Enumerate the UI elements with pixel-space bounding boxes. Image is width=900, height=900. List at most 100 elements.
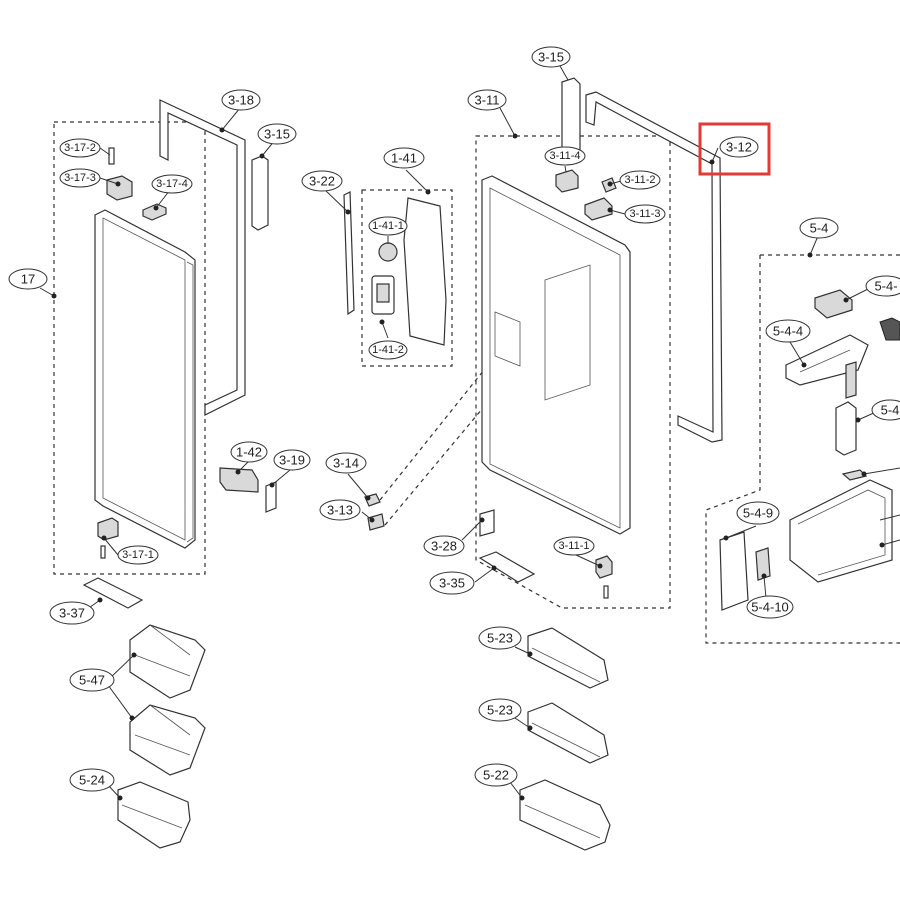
center-trim-strip xyxy=(561,77,581,155)
door-bin-center-2 xyxy=(527,702,609,764)
svg-text:3-13: 3-13 xyxy=(327,503,353,518)
center-door-panel xyxy=(481,175,631,535)
door-bin-center-1 xyxy=(527,627,609,689)
dispenser-group-box xyxy=(361,189,453,367)
callout-5-23-a: 5-23 xyxy=(478,626,522,650)
callout-3-11-1: 3-11-1 xyxy=(553,536,595,556)
callout-3-17-1: 3-17-1 xyxy=(117,545,159,565)
callout-1-41: 1-41 xyxy=(383,147,425,169)
ice-maker-cover xyxy=(719,531,749,611)
sensor-pad xyxy=(367,513,385,531)
callout-5-47: 5-47 xyxy=(69,668,115,692)
hinge-screw-top xyxy=(108,147,115,165)
ice-maker-assembly xyxy=(705,254,900,644)
svg-text:3-19: 3-19 xyxy=(279,453,305,468)
dispenser-panel xyxy=(403,197,447,346)
svg-text:3-11-3: 3-11-3 xyxy=(630,208,661,220)
callout-1-42: 1-42 xyxy=(230,441,268,463)
door-basket-upper xyxy=(129,624,206,699)
callout-3-11-3: 3-11-3 xyxy=(624,204,666,224)
ice-maker-small-part xyxy=(755,547,771,581)
door-basket-lower xyxy=(129,704,206,776)
callout-5-4-9: 5-4-9 xyxy=(736,501,780,525)
svg-text:1-41: 1-41 xyxy=(391,151,417,166)
center-door-gasket xyxy=(585,91,723,443)
callout-3-13: 3-13 xyxy=(319,499,361,521)
center-hinge-plate xyxy=(584,197,613,221)
svg-text:3-11-4: 3-11-4 xyxy=(550,150,581,162)
callout-3-22: 3-22 xyxy=(301,170,343,192)
svg-text:3-37: 3-37 xyxy=(59,606,85,621)
ice-maker-group-box xyxy=(705,254,900,644)
callout-3-15-center: 3-15 xyxy=(531,46,571,68)
left-door-group-box xyxy=(53,121,206,575)
callout-3-17-3: 3-17-3 xyxy=(59,168,101,188)
hinge-top-left xyxy=(106,175,133,201)
callout-5-24: 5-24 xyxy=(69,768,115,792)
svg-text:5-4-4: 5-4-4 xyxy=(773,324,803,339)
left-door-gasket xyxy=(159,99,246,416)
svg-text:1-42: 1-42 xyxy=(236,445,262,460)
svg-text:5-22: 5-22 xyxy=(483,768,509,783)
callout-5-23-b: 5-23 xyxy=(478,698,522,722)
callout-5-4-10: 5-4-10 xyxy=(746,595,794,619)
svg-text:5-4-10: 5-4-10 xyxy=(751,600,789,615)
callout-3-37: 3-37 xyxy=(49,601,95,625)
svg-text:3-35: 3-35 xyxy=(439,576,465,591)
door-bin-left xyxy=(117,781,191,849)
callout-3-15-left: 3-15 xyxy=(257,123,297,145)
callout-3-17-4: 3-17-4 xyxy=(151,174,193,194)
hinge-screw-bottom xyxy=(100,545,106,559)
svg-text:1-41-1: 1-41-1 xyxy=(372,220,404,232)
svg-text:3-14: 3-14 xyxy=(333,456,359,471)
ice-maker-cap xyxy=(814,289,853,319)
callout-1-41-1: 1-41-1 xyxy=(368,216,408,236)
callout-3-12: 3-12 xyxy=(719,136,759,158)
svg-text:5-4: 5-4 xyxy=(810,221,829,236)
svg-text:5-47: 5-47 xyxy=(79,673,105,688)
svg-text:3-11-2: 3-11-2 xyxy=(625,174,656,186)
center-hinge-bottom xyxy=(595,555,613,579)
svg-text:3-17-2: 3-17-2 xyxy=(64,142,96,154)
svg-text:3-17-3: 3-17-3 xyxy=(64,172,96,184)
left-door-assembly xyxy=(53,99,277,849)
dispenser-strip xyxy=(343,191,355,316)
callout-5-22: 5-22 xyxy=(474,763,518,787)
svg-text:5-23: 5-23 xyxy=(487,703,513,718)
ice-maker-clip xyxy=(879,317,900,341)
door-bin-center-3 xyxy=(519,779,611,851)
leader-lines xyxy=(39,65,900,801)
callout-3-18: 3-18 xyxy=(221,89,261,111)
callout-5-4-partial: 5-4- xyxy=(865,275,900,297)
ice-maker-seal xyxy=(841,469,868,481)
callout-3-28: 3-28 xyxy=(423,535,465,557)
svg-text:3-12: 3-12 xyxy=(726,140,752,155)
hinge-bottom-left xyxy=(97,517,119,541)
svg-text:3-18: 3-18 xyxy=(228,93,254,108)
svg-text:3-11-1: 3-11-1 xyxy=(559,540,590,552)
left-door-shelf-trim xyxy=(82,577,144,609)
center-door-shelf-trim xyxy=(478,551,536,583)
callout-3-35: 3-35 xyxy=(429,571,475,595)
svg-text:3-17-1: 3-17-1 xyxy=(122,549,154,561)
svg-text:17: 17 xyxy=(21,272,35,287)
callout-3-14: 3-14 xyxy=(325,452,367,474)
left-trim-strip xyxy=(251,155,269,231)
hinge-cap-left xyxy=(142,203,167,221)
svg-text:5-4-9: 5-4-9 xyxy=(743,506,773,521)
svg-text:5-4-: 5-4- xyxy=(874,279,897,294)
center-door-ghost xyxy=(544,264,591,401)
callout-3-11-4: 3-11-4 xyxy=(544,146,586,166)
svg-text:1-41-2: 1-41-2 xyxy=(372,344,404,356)
callout-5-4: 5-4 xyxy=(799,217,839,239)
ice-bin xyxy=(789,479,893,583)
svg-text:5-24: 5-24 xyxy=(79,773,105,788)
callout-5-4-right: 5-4 xyxy=(871,399,900,421)
svg-text:3-28: 3-28 xyxy=(431,539,457,554)
left-door-panel xyxy=(94,209,196,549)
callout-17: 17 xyxy=(8,268,48,290)
center-door-label-plate xyxy=(479,509,495,537)
dispenser-knob xyxy=(378,242,398,262)
svg-text:5-23: 5-23 xyxy=(487,631,513,646)
